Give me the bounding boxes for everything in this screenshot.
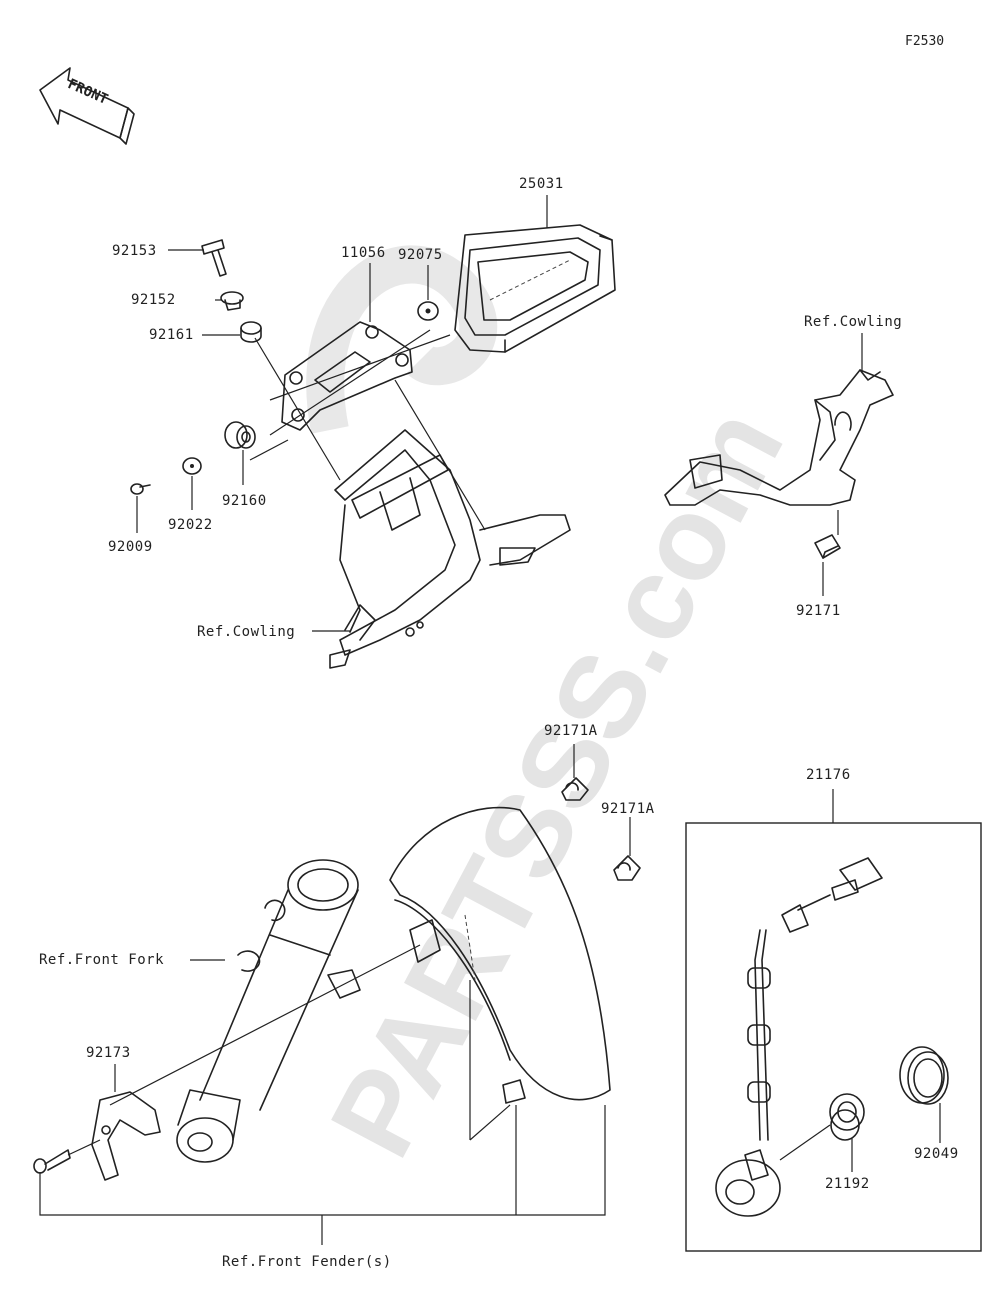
bushing-21192 bbox=[829, 1093, 865, 1141]
clip-92171 bbox=[814, 534, 841, 559]
label-92171a-2: 92171A bbox=[601, 801, 655, 817]
label-21192: 21192 bbox=[825, 1176, 870, 1192]
bracket-92173 bbox=[91, 1091, 161, 1181]
figure-id: F2530 bbox=[905, 34, 945, 49]
grommet-92075 bbox=[417, 301, 439, 321]
collar-92152 bbox=[220, 291, 244, 311]
ref-cowling-left: Ref.Cowling bbox=[197, 624, 296, 640]
front-arrow-label: FRONT bbox=[65, 76, 110, 108]
label-11056: 11056 bbox=[341, 245, 386, 261]
meter-assembly bbox=[454, 224, 616, 353]
label-92009: 92009 bbox=[108, 539, 153, 555]
screw-92009 bbox=[130, 483, 151, 495]
cowling-stay-left bbox=[329, 429, 571, 669]
label-92173: 92173 bbox=[86, 1045, 131, 1061]
label-25031: 25031 bbox=[519, 176, 564, 192]
ref-front-fender: Ref.Front Fender(s) bbox=[222, 1254, 392, 1270]
damper-92160 bbox=[224, 421, 256, 449]
label-92161: 92161 bbox=[149, 327, 194, 343]
clip-92171a-1 bbox=[561, 777, 589, 801]
label-92075: 92075 bbox=[398, 247, 443, 263]
label-21176: 21176 bbox=[806, 767, 851, 783]
speed-sensor-21176 bbox=[715, 857, 883, 1217]
label-92049: 92049 bbox=[914, 1146, 959, 1162]
label-92022: 92022 bbox=[168, 517, 213, 533]
front-fork bbox=[176, 859, 361, 1163]
cowling-stay-right bbox=[664, 369, 894, 506]
bolt-fender bbox=[33, 1149, 71, 1174]
ref-front-fork: Ref.Front Fork bbox=[39, 952, 165, 968]
label-92152: 92152 bbox=[131, 292, 176, 308]
bolt-92153 bbox=[201, 239, 227, 277]
front-arrow-icon: FRONT bbox=[39, 67, 135, 145]
seal-92049 bbox=[899, 1046, 949, 1105]
label-92171a-1: 92171A bbox=[544, 723, 598, 739]
label-92153: 92153 bbox=[112, 243, 157, 259]
clip-92171a-2 bbox=[613, 855, 641, 881]
damper-92161 bbox=[240, 321, 262, 343]
front-fender bbox=[389, 806, 611, 1104]
ref-cowling-right: Ref.Cowling bbox=[804, 314, 903, 330]
label-92171: 92171 bbox=[796, 603, 841, 619]
label-92160: 92160 bbox=[222, 493, 267, 509]
washer-92022 bbox=[182, 457, 202, 475]
